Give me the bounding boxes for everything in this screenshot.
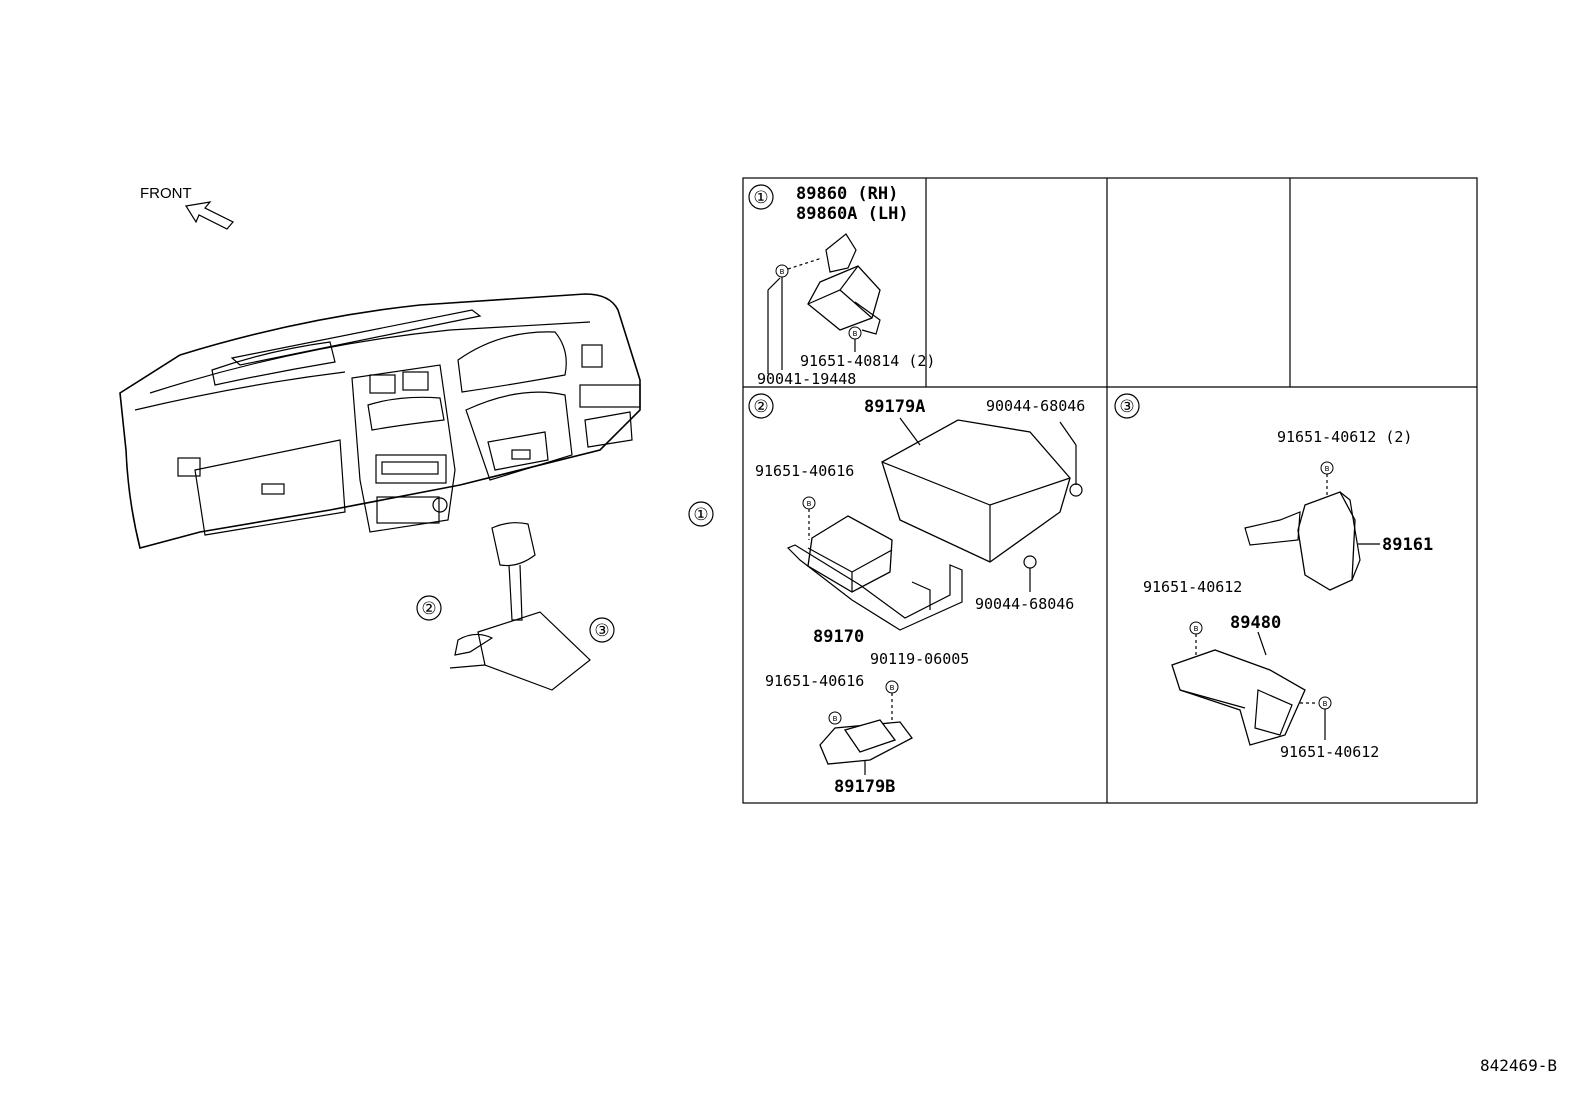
detail-grid-frame xyxy=(742,177,1478,804)
svg-text:②: ② xyxy=(753,397,768,417)
front-label: FRONT xyxy=(140,185,192,202)
bolt-91651-40616-lower-label: 91651-40616 xyxy=(765,672,864,690)
svg-text:①: ① xyxy=(753,188,768,208)
panel-2-callout: ② xyxy=(748,393,774,419)
clip-90044-68046-top-label: 90044-68046 xyxy=(986,397,1085,415)
computer-89161-label: 89161 xyxy=(1382,535,1433,555)
bolt-icon: B xyxy=(802,496,816,510)
bolt-icon: B xyxy=(1318,696,1332,710)
bolt-icon: B xyxy=(1189,621,1203,635)
bolt-91651-40616-label: 91651-40616 xyxy=(755,462,854,480)
airbag-computer-cover-shape xyxy=(881,419,1071,563)
bolt-90041-19448-label: 90041-19448 xyxy=(757,370,856,388)
svg-text:B: B xyxy=(780,268,785,276)
svg-text:③: ③ xyxy=(594,621,609,641)
overview-callout-1: ① xyxy=(688,501,714,527)
bolt-icon: B xyxy=(828,711,842,725)
bolt-icon: B xyxy=(775,264,789,278)
svg-text:②: ② xyxy=(421,599,436,619)
clip-90044-68046-bottom-label: 90044-68046 xyxy=(975,595,1074,613)
svg-text:B: B xyxy=(807,500,812,508)
front-direction-indicator: FRONT xyxy=(140,185,234,230)
svg-text:B: B xyxy=(1325,465,1330,473)
side-airbag-sensor-shape xyxy=(807,265,881,331)
sensor-89179b-label: 89179B xyxy=(834,777,895,797)
overview-callout-2: ② xyxy=(416,595,442,621)
dashboard-illustration xyxy=(119,293,641,549)
screw-91651-40814-label: 91651-40814 (2) xyxy=(800,352,935,370)
overview-callout-3: ③ xyxy=(589,617,615,643)
svg-text:B: B xyxy=(1323,700,1328,708)
panel-3-callout: ③ xyxy=(1114,393,1140,419)
seatbelt-computer-shape xyxy=(1297,491,1356,591)
cover-89179a-label: 89179A xyxy=(864,397,925,417)
panel-2: ② 89179A 90044-68046 90044-68046 91651-4… xyxy=(748,393,1085,797)
bracket-89480-label: 89480 xyxy=(1230,613,1281,633)
diagram-reference-number: 842469-B xyxy=(1480,1056,1557,1075)
bolt-91651-40612-right-label: 91651-40612 xyxy=(1280,743,1379,761)
bolt-icon: B xyxy=(1320,461,1334,475)
bolt-icon: B xyxy=(885,680,899,694)
svg-text:③: ③ xyxy=(1119,397,1134,417)
svg-text:①: ① xyxy=(693,505,708,525)
part-89860a-lh-label: 89860A (LH) xyxy=(796,204,909,224)
svg-text:B: B xyxy=(853,330,858,338)
part-89860-rh-label: 89860 (RH) xyxy=(796,184,898,204)
svg-text:B: B xyxy=(890,684,895,692)
panel-3: ③ 91651-40612 (2) B 89161 91651-40612 B … xyxy=(1114,393,1433,761)
airbag-sensor-assembly-shape xyxy=(807,515,893,593)
front-arrow-icon xyxy=(185,201,234,230)
nut-90119-06005-label: 90119-06005 xyxy=(870,650,969,668)
bolt-icon: B xyxy=(848,326,862,340)
bracket-assembly-shape xyxy=(1171,649,1306,746)
panel-1-callout: ① xyxy=(748,184,774,210)
svg-text:B: B xyxy=(833,715,838,723)
shift-lever-illustration xyxy=(449,522,591,691)
bolt-91651-40612-qty-label: 91651-40612 (2) xyxy=(1277,428,1412,446)
panel-1: ① 89860 (RH) 89860A (LH) B B 91651-40814… xyxy=(748,184,935,388)
bracket-89170-label: 89170 xyxy=(813,627,864,647)
svg-text:B: B xyxy=(1194,625,1199,633)
bolt-91651-40612-left-label: 91651-40612 xyxy=(1143,578,1242,596)
